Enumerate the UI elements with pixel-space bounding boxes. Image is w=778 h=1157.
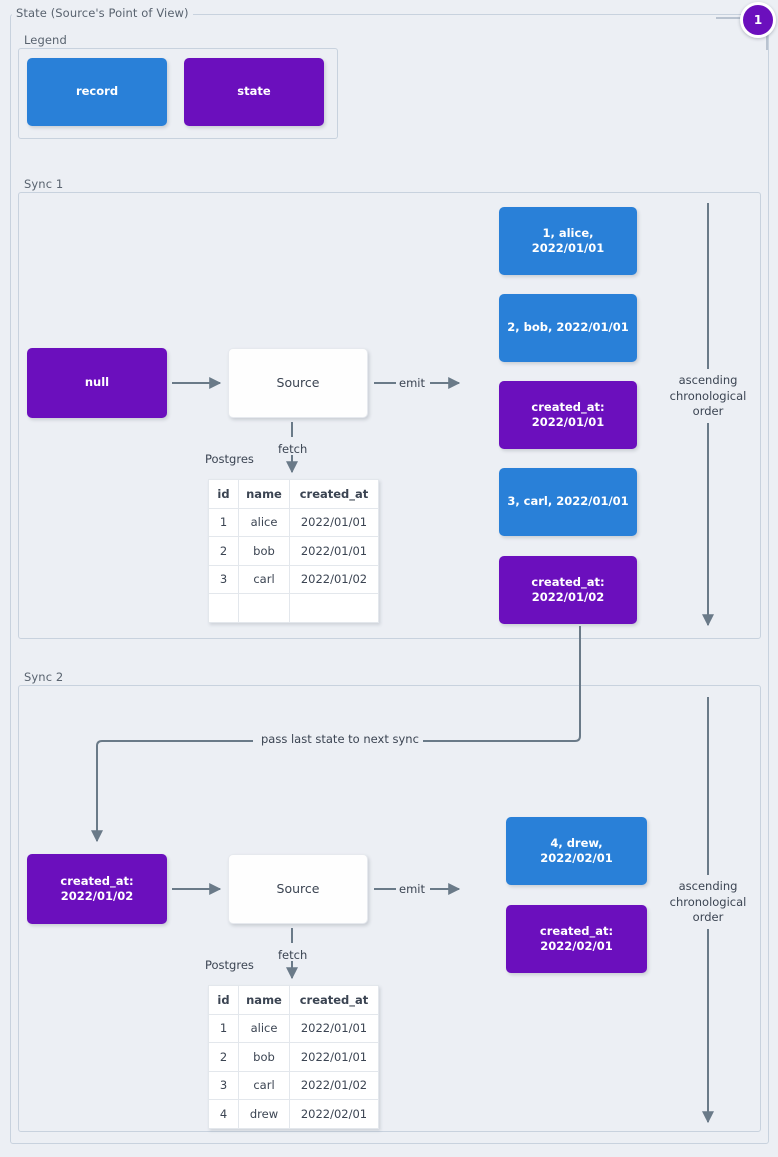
cell-name: bob xyxy=(238,536,290,566)
sync1-input-state: null xyxy=(27,348,167,418)
cell-date: 2022/01/02 xyxy=(289,564,379,594)
sync2-order-label: ascending chronological order xyxy=(669,879,747,925)
sync1-emitted-record-3-label: 3, carl, 2022/01/01 xyxy=(507,494,629,509)
sync1-emitted-state-1-line2: 2022/01/01 xyxy=(531,415,605,429)
cell-date: 2022/01/02 xyxy=(289,1070,379,1100)
sync1-frame xyxy=(18,192,761,639)
legend-label-state: state xyxy=(237,84,271,99)
sync1-col-id: id xyxy=(208,479,239,509)
sync2-db-label: Postgres xyxy=(205,958,254,972)
sync2-postgres-table: id name created_at 1 alice 2022/01/01 2 … xyxy=(208,985,379,1129)
table-row: 4 drew 2022/02/01 xyxy=(208,1099,379,1129)
cell-date: 2022/01/01 xyxy=(289,507,379,537)
table-row: 3 carl 2022/01/02 xyxy=(208,1070,379,1100)
outer-frame xyxy=(10,14,769,1144)
sync1-input-state-label: null xyxy=(84,375,110,390)
cell-id: 4 xyxy=(208,1099,239,1129)
sync2-source-node: Source xyxy=(228,854,368,924)
badge-line-left xyxy=(716,17,740,19)
cell-id: 2 xyxy=(208,1042,239,1072)
sync1-source-label: Source xyxy=(276,374,320,390)
cell-name: drew xyxy=(238,1099,290,1129)
sync2-input-state-line1: created_at: xyxy=(60,873,134,888)
sync2-emitted-state-1-line1: created_at: xyxy=(539,923,614,938)
sync2-input-state: created_at: 2022/01/02 xyxy=(27,854,167,924)
sync1-emitted-state-1-line1: created_at: xyxy=(531,399,605,414)
cell-name xyxy=(238,593,290,623)
sync1-emitted-record-2-label: 2, bob, 2022/01/01 xyxy=(507,320,629,335)
sync2-col-date: created_at xyxy=(289,985,379,1015)
cell-date xyxy=(289,593,379,623)
page-title: State (Source's Point of View) xyxy=(12,6,193,20)
sync1-order-label: ascending chronological order xyxy=(669,373,747,419)
sync1-emitted-record-1-label: 1, alice, 2022/01/01 xyxy=(531,225,605,255)
sync2-col-name: name xyxy=(238,985,290,1015)
sync2-emitted-record-1: 4, drew, 2022/02/01 xyxy=(506,817,647,885)
sync2-frame xyxy=(18,685,761,1132)
table-header-row: id name created_at xyxy=(208,479,379,509)
legend-swatch-state: state xyxy=(184,58,324,126)
sync1-fetch-label: fetch xyxy=(278,442,308,456)
cell-name: alice xyxy=(238,507,290,537)
sync1-source-node: Source xyxy=(228,348,368,418)
step-badge[interactable]: 1 xyxy=(740,2,776,38)
sync1-emitted-record-2: 2, bob, 2022/01/01 xyxy=(499,294,637,362)
legend-swatch-record: record xyxy=(27,58,167,126)
cell-name: alice xyxy=(238,1013,290,1043)
cell-id: 3 xyxy=(208,1070,239,1100)
sync1-db-label: Postgres xyxy=(205,452,254,466)
cell-date: 2022/01/01 xyxy=(289,536,379,566)
table-header-row: id name created_at xyxy=(208,985,379,1015)
legend-title: Legend xyxy=(20,33,71,47)
sync2-source-label: Source xyxy=(276,880,320,896)
table-row xyxy=(208,593,379,623)
sync2-col-id: id xyxy=(208,985,239,1015)
table-row: 3 carl 2022/01/02 xyxy=(208,564,379,594)
cell-date: 2022/01/01 xyxy=(289,1013,379,1043)
sync1-emitted-record-3: 3, carl, 2022/01/01 xyxy=(499,468,637,536)
cell-id xyxy=(208,593,239,623)
cell-id: 3 xyxy=(208,564,239,594)
cell-name: carl xyxy=(238,564,290,594)
sync2-emit-label: emit xyxy=(399,882,425,896)
sync1-emitted-state-2: created_at: 2022/01/02 xyxy=(499,556,637,624)
sync2-emitted-record-1-label: 4, drew, 2022/02/01 xyxy=(540,835,613,865)
cell-name: bob xyxy=(238,1042,290,1072)
cell-date: 2022/01/01 xyxy=(289,1042,379,1072)
table-row: 1 alice 2022/01/01 xyxy=(208,1013,379,1043)
step-badge-label: 1 xyxy=(753,13,763,27)
sync1-col-name: name xyxy=(238,479,290,509)
badge-line-down xyxy=(766,28,768,50)
legend-frame xyxy=(18,48,338,139)
sync2-title: Sync 2 xyxy=(20,670,68,684)
cell-name: carl xyxy=(238,1070,290,1100)
sync2-emitted-state-1-line2: 2022/02/01 xyxy=(540,939,613,953)
sync1-emitted-state-2-line2: 2022/01/02 xyxy=(531,590,605,604)
sync1-title: Sync 1 xyxy=(20,177,68,191)
cell-id: 1 xyxy=(208,1013,239,1043)
table-row: 1 alice 2022/01/01 xyxy=(208,507,379,537)
sync1-emitted-state-2-line1: created_at: xyxy=(531,574,605,589)
sync1-postgres-table: id name created_at 1 alice 2022/01/01 2 … xyxy=(208,479,379,623)
table-row: 2 bob 2022/01/01 xyxy=(208,1042,379,1072)
sync2-carry-label: pass last state to next sync xyxy=(258,732,422,746)
cell-date: 2022/02/01 xyxy=(289,1099,379,1129)
sync1-emitted-record-1: 1, alice, 2022/01/01 xyxy=(499,207,637,275)
cell-id: 1 xyxy=(208,507,239,537)
sync2-fetch-label: fetch xyxy=(278,948,308,962)
sync1-col-date: created_at xyxy=(289,479,379,509)
sync2-emitted-state-1: created_at: 2022/02/01 xyxy=(506,905,647,973)
table-row: 2 bob 2022/01/01 xyxy=(208,536,379,566)
legend-label-record: record xyxy=(75,84,119,99)
cell-id: 2 xyxy=(208,536,239,566)
sync1-emitted-state-1: created_at: 2022/01/01 xyxy=(499,381,637,449)
sync2-input-state-line2: 2022/01/02 xyxy=(60,889,134,903)
sync1-emit-label: emit xyxy=(399,376,425,390)
